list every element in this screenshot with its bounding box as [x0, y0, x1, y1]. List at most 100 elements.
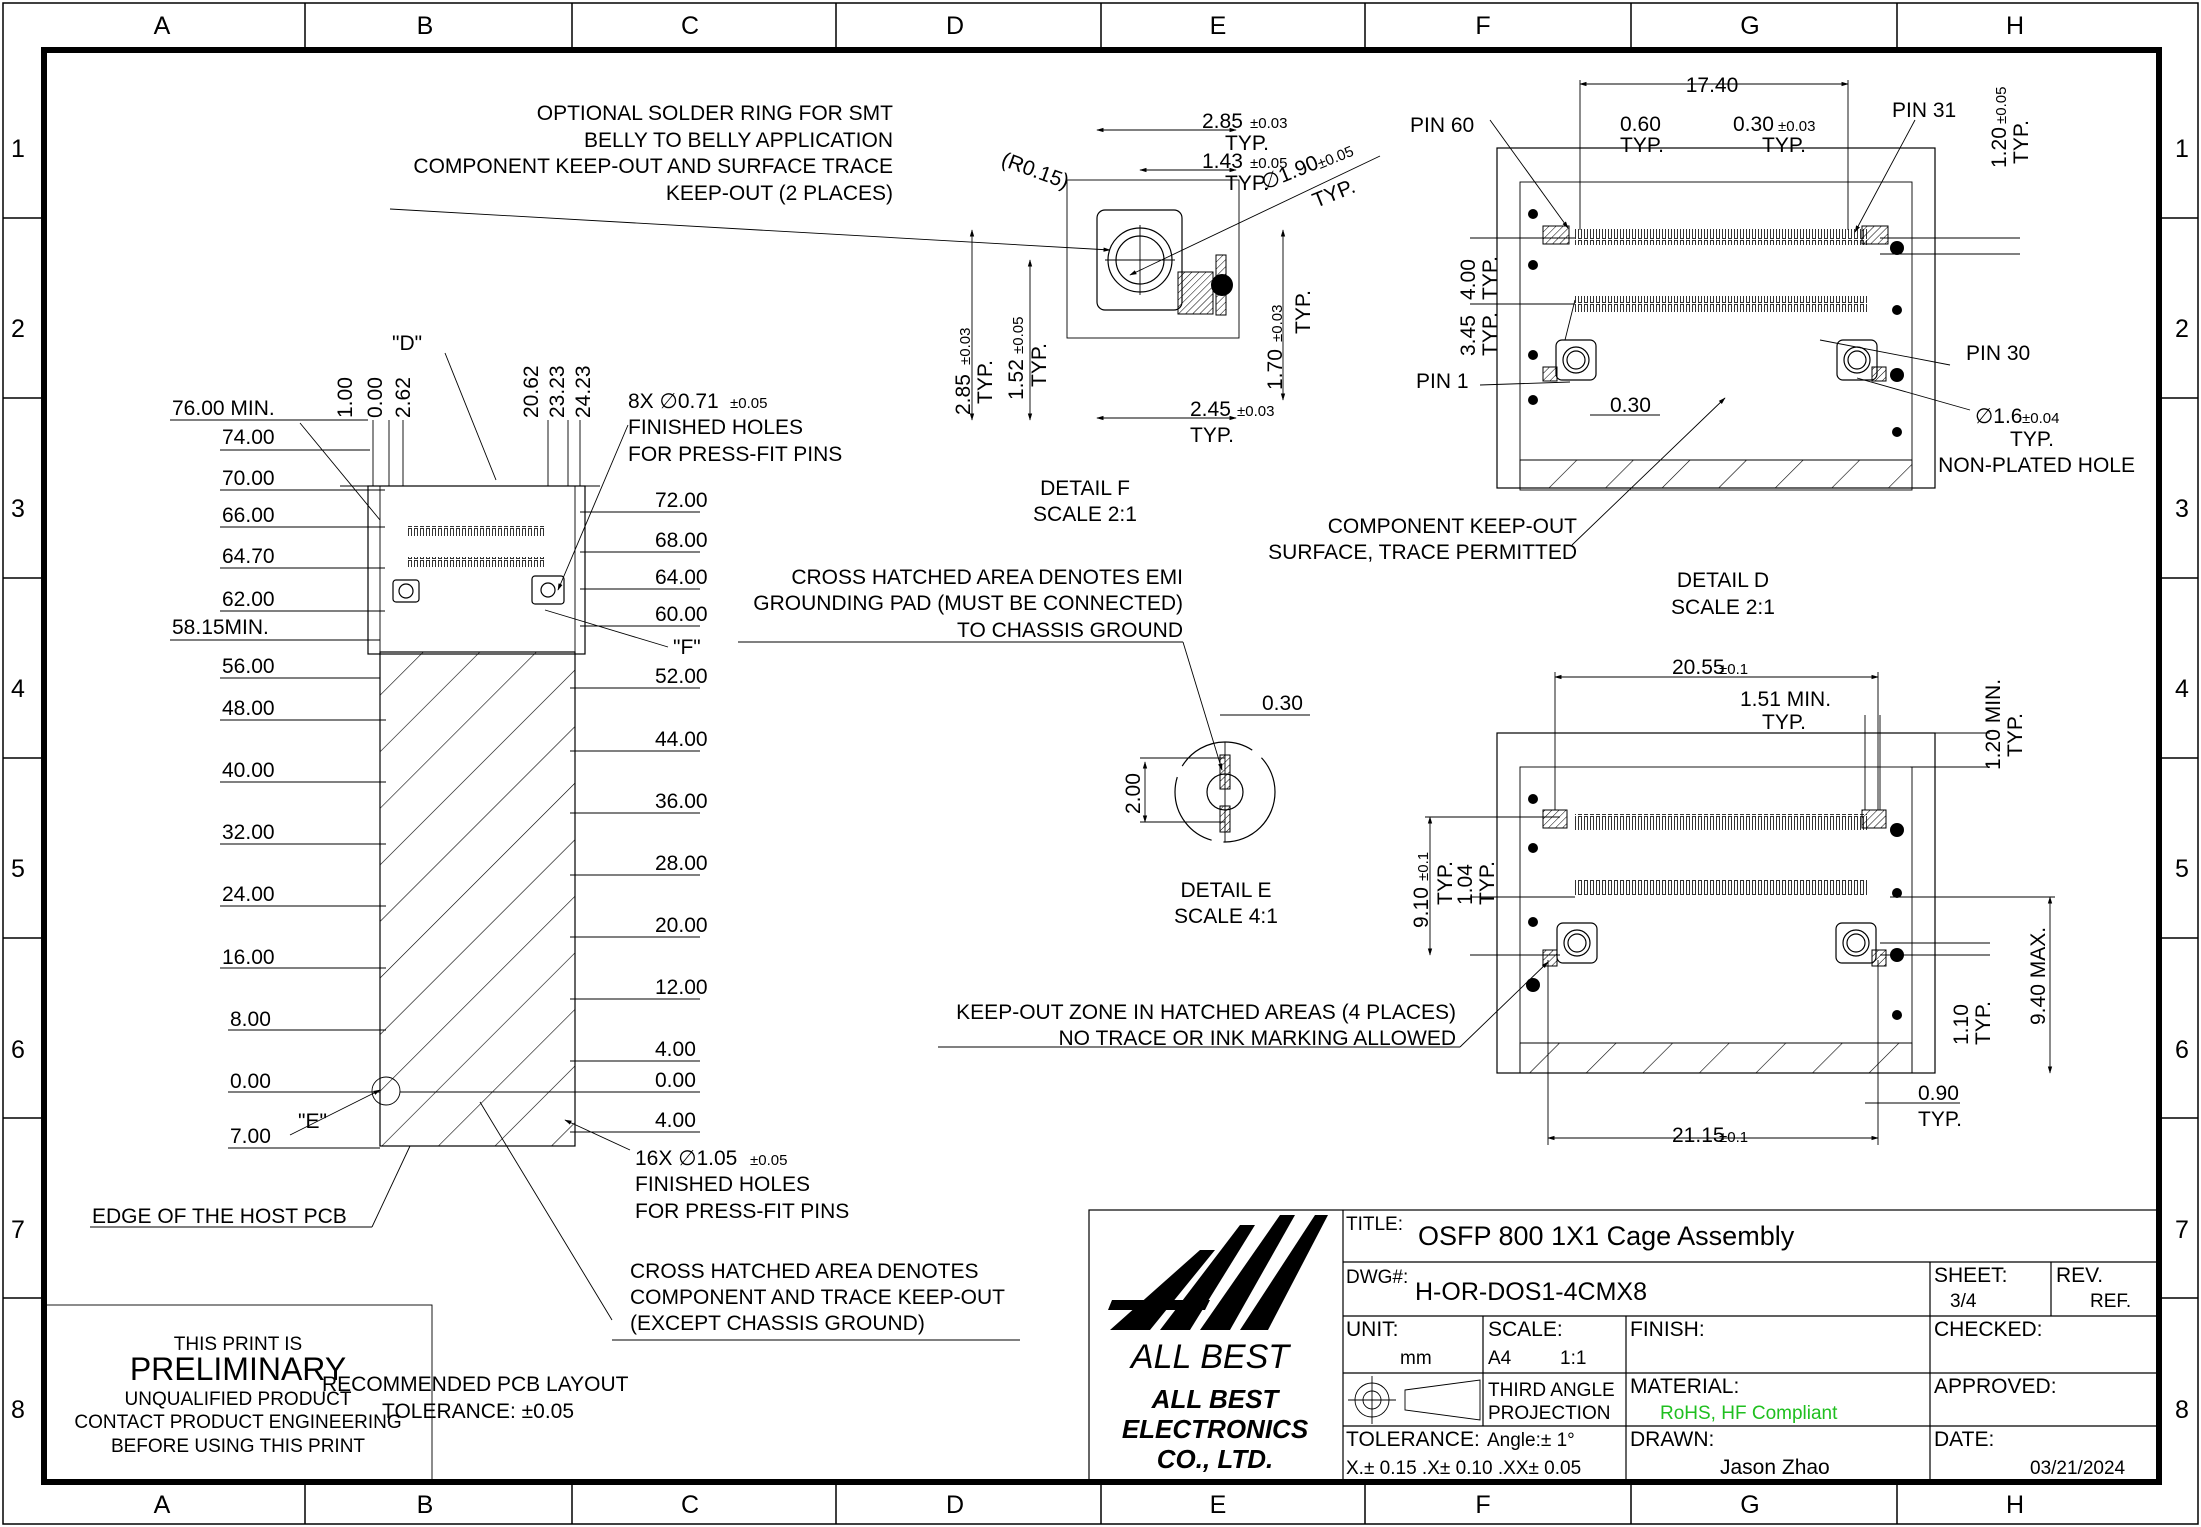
detail-d-dim-030: 0.30 [1733, 113, 1774, 136]
bottom-dim-910: 9.10 [1410, 887, 1433, 928]
zone-row-left-8: 8 [11, 1396, 25, 1424]
pcb-keepout-2: COMPONENT AND TRACE KEEP-OUT [630, 1286, 1005, 1309]
detail-d-view [1470, 80, 2020, 546]
detail-d-dim-345: 3.45 [1457, 315, 1480, 356]
pcb-keepout-3: (EXCEPT CHASSIS GROUND) [630, 1312, 925, 1335]
bottom-typ-3: TYP. [1434, 861, 1457, 905]
bottom-typ-4: TYP. [1476, 861, 1499, 905]
pcb-left-dim-6: 62.00 [222, 588, 275, 611]
zone-col-top-a: A [154, 12, 171, 40]
zone-row-left-7: 7 [11, 1216, 25, 1244]
pcb-top-dim-2: 0.00 [364, 377, 387, 418]
pcb-left-dim-11: 32.00 [222, 821, 275, 844]
zone-row-right-2: 2 [2175, 315, 2189, 343]
detail-f-note-3: COMPONENT KEEP-OUT AND SURFACE TRACE [413, 155, 893, 178]
detail-f-dim-170-tol: ±0.03 [1269, 305, 1286, 342]
tolerance-linear: X.± 0.15 .X± 0.10 .XX± 0.05 [1346, 1458, 1581, 1479]
detail-d-dim-1740: 17.40 [1686, 74, 1739, 97]
pcb-right-dim-6: 44.00 [655, 728, 708, 751]
scale-label: SCALE: [1488, 1318, 1563, 1341]
pcb-left-leaders [170, 419, 386, 1149]
detail-d-dim-120-tol: ±0.05 [1993, 87, 2010, 124]
title-label: TITLE: [1346, 1214, 1403, 1235]
bottom-dim-2115-tol: ±0.1 [1719, 1129, 1748, 1146]
emi-note-1: CROSS HATCHED AREA DENOTES EMI [791, 566, 1183, 589]
pcb-left-dim-16: 7.00 [230, 1125, 271, 1148]
bottom-typ-2: TYP. [2004, 713, 2027, 757]
detail-f-dia-190-tol: ±0.05 [1315, 143, 1356, 173]
detail-e-scale: SCALE 4:1 [1174, 905, 1278, 928]
zone-column-labels: A B C D E F G H A B C D E F G H [154, 12, 2024, 1519]
pcb-left-dim-5: 64.70 [222, 545, 275, 568]
detail-f-dim-143: 1.43 [1202, 150, 1243, 173]
pcb-left-dim-1: 76.00 MIN. [172, 397, 275, 420]
projection-2: PROJECTION [1488, 1403, 1610, 1424]
detail-f-label: DETAIL F [1040, 477, 1130, 500]
pcb-left-dim-14: 8.00 [230, 1008, 271, 1031]
detail-f-dim-245: 2.45 [1190, 398, 1231, 421]
zone-row-right-8: 8 [2175, 1396, 2189, 1424]
pcb-right-dim-5: 52.00 [655, 665, 708, 688]
pcb-left-dim-15: 0.00 [230, 1070, 271, 1093]
company-name-2: ELECTRONICS [1122, 1414, 1309, 1444]
detail-e-dim-030: 0.30 [1262, 692, 1303, 715]
preliminary-line-2: PRELIMINARY [130, 1351, 346, 1387]
company-logo [1108, 1215, 1328, 1330]
detail-d-nonplated: NON-PLATED HOLE [1938, 454, 2135, 477]
detail-f-dim-285: 2.85 [1202, 110, 1243, 133]
detail-d-pin-1: PIN 1 [1416, 370, 1469, 393]
zone-col-top-c: C [681, 12, 699, 40]
zone-col-top-e: E [1210, 12, 1227, 40]
detail-d-typ-2: TYP. [1762, 134, 1806, 157]
detail-e-view [738, 641, 1310, 843]
pcb-right-dim-10: 12.00 [655, 976, 708, 999]
pcb-recommended: RECOMMENDED PCB LAYOUT [322, 1373, 629, 1396]
bottom-typ-6: TYP. [1918, 1108, 1962, 1131]
pcb-edge-label: EDGE OF THE HOST PCB [92, 1205, 347, 1228]
pcb-right-dim-1: 72.00 [655, 489, 708, 512]
detail-d-dim-030-tol: ±0.03 [1778, 118, 1815, 135]
zone-col-top-h: H [2006, 12, 2024, 40]
detail-f-dim-285-v: 2.85 [952, 374, 975, 415]
dwg-number: H-OR-DOS1-4CMX8 [1415, 1278, 1647, 1306]
zone-row-right-6: 6 [2175, 1036, 2189, 1064]
detail-f-typ-5: TYP. [1028, 343, 1051, 387]
detail-d-pin-60: PIN 60 [1410, 114, 1474, 137]
drawing-title: OSFP 800 1X1 Cage Assembly [1418, 1221, 1795, 1251]
drawn-label: DRAWN: [1630, 1428, 1714, 1451]
detail-f-radius: (R0.15) [998, 148, 1072, 194]
pcb-right-dim-12: 0.00 [655, 1069, 696, 1092]
detail-f-typ-1: TYP. [1225, 132, 1269, 155]
detail-f-note-1: OPTIONAL SOLDER RING FOR SMT [537, 102, 893, 125]
pcb-right-dim-3: 64.00 [655, 566, 708, 589]
sheet-label: SHEET: [1934, 1264, 2008, 1287]
pcb-left-dim-12: 24.00 [222, 883, 275, 906]
pcb-holes-8x: 8X ∅0.71 [628, 390, 719, 413]
rev-value: REF. [2090, 1291, 2131, 1312]
sheet-value: 3/4 [1950, 1291, 1977, 1312]
zone-row-left-3: 3 [11, 495, 25, 523]
tolerance-label: TOLERANCE: [1346, 1428, 1480, 1451]
pcb-finished-3: FINISHED HOLES [635, 1173, 810, 1196]
detail-d-dim-400: 4.00 [1457, 259, 1480, 300]
detail-d-keepout-1: COMPONENT KEEP-OUT [1328, 515, 1577, 538]
detail-d-keepout-2: SURFACE, TRACE PERMITTED [1268, 541, 1577, 564]
checked-label: CHECKED: [1934, 1318, 2043, 1341]
bottom-dim-910-tol: ±0.1 [1415, 852, 1432, 881]
detail-d-dia-16: ∅1.6 [1975, 405, 2023, 428]
bottom-dim-104: 1.04 [1454, 864, 1477, 905]
detail-d-scale: SCALE 2:1 [1671, 596, 1775, 619]
company-name-3: CO., LTD. [1157, 1444, 1274, 1474]
pcb-left-dim-7: 58.15MIN. [172, 616, 269, 639]
preliminary-stamp [43, 1304, 433, 1483]
pcb-holes-16x: 16X ∅1.05 [635, 1147, 737, 1170]
pcb-ref-d: "D" [392, 332, 422, 355]
pcb-top-dim-5: 23.23 [546, 365, 569, 418]
zone-row-right-1: 1 [2175, 135, 2189, 163]
bottom-dim-120min: 1.20 MIN. [1982, 679, 2005, 770]
finish-label: FINISH: [1630, 1318, 1705, 1341]
preliminary-line-3: UNQUALIFIED PRODUCT [125, 1389, 352, 1410]
zone-col-bottom-g: G [1740, 1491, 1759, 1519]
zone-col-bottom-d: D [946, 1491, 964, 1519]
